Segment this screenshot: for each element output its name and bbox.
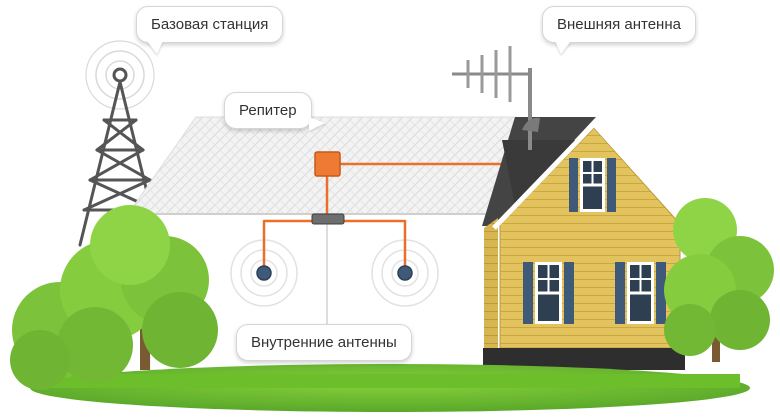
tree-right (664, 198, 774, 362)
base-station-callout: Базовая станция (136, 6, 284, 54)
internal-antennas-callout: Внутренние антенны (236, 324, 412, 361)
repeater-callout: Репитер (224, 92, 325, 131)
callout-tail (147, 41, 163, 54)
repeater-box (314, 151, 341, 177)
repeater-label: Репитер (239, 102, 297, 119)
window-bottom-right (615, 262, 666, 324)
base-station-signal-rings (85, 40, 155, 110)
house-windows (523, 158, 666, 324)
callout-tail (555, 41, 571, 54)
grass (30, 364, 750, 412)
callout-tail (308, 117, 325, 131)
internal-antenna-right (397, 265, 413, 281)
window-bottom-left (523, 262, 574, 324)
internal-antenna-left (256, 265, 272, 281)
external-antenna-callout: Внешняя антенна (542, 6, 696, 54)
base-station-label: Базовая станция (151, 16, 269, 33)
tree-left (10, 205, 218, 390)
window-top (569, 158, 616, 212)
internal-antennas-label: Внутренние антенны (251, 334, 397, 351)
external-antenna-label: Внешняя антенна (557, 16, 681, 33)
external-antenna (452, 46, 540, 150)
splitter (311, 213, 345, 225)
